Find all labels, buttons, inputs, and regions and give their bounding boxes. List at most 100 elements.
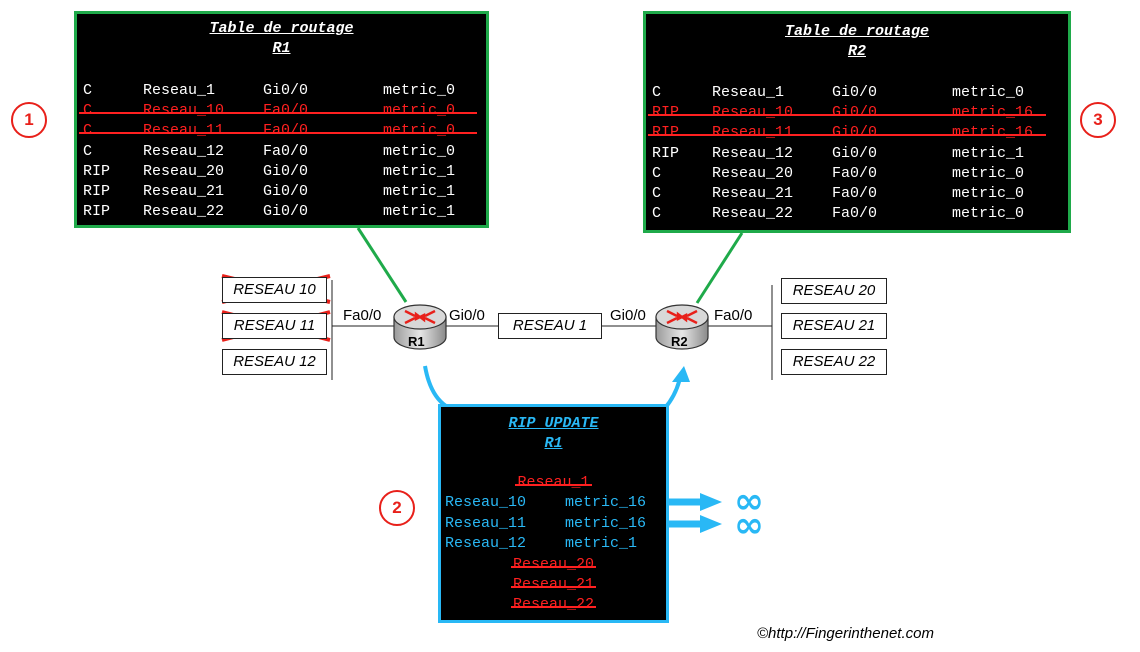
row-metric: metric_1 xyxy=(383,203,456,221)
row-net: Reseau_1 xyxy=(515,474,592,491)
network-box-reseau-12: RESEAU 12 xyxy=(222,349,327,375)
strike-line xyxy=(510,586,596,588)
rip-update-arrowhead xyxy=(672,366,690,382)
row-net: Reseau_12 xyxy=(712,144,794,162)
infinity-symbol-1: ∞ xyxy=(734,481,764,522)
row-type: C xyxy=(652,84,662,101)
rip-update-row: Reseau_21 xyxy=(441,576,666,596)
row-metric: metric_1 xyxy=(383,162,456,180)
network-box-reseau-22: RESEAU 22 xyxy=(781,349,887,375)
row-iface: Gi0/0 xyxy=(832,124,878,142)
rip-update-row: Reseau_20 xyxy=(441,556,666,576)
network-box-reseau-11: RESEAU 11 xyxy=(222,313,327,339)
strike-line xyxy=(515,484,592,486)
row-net: Reseau_21 xyxy=(712,185,794,202)
network-box-reseau-1: RESEAU 1 xyxy=(498,313,602,339)
router-r1-icon xyxy=(393,304,447,350)
row-metric: metric_16 xyxy=(952,124,1034,142)
row-iface: Fa0/0 xyxy=(263,142,309,160)
row-iface: Gi0/0 xyxy=(263,162,309,180)
r2-table-title: Table de routage xyxy=(784,23,930,40)
metric16-arrowhead-2 xyxy=(700,515,722,533)
row-type: C xyxy=(83,102,93,120)
router-r2-label: R2 xyxy=(671,334,688,349)
network-box-reseau-10: RESEAU 10 xyxy=(222,277,327,303)
strike-line xyxy=(79,132,477,135)
r1-table-router: R1 xyxy=(272,40,291,57)
row-net: Reseau_11 xyxy=(143,122,225,140)
row-type: RIP xyxy=(83,183,111,200)
metric16-arrowhead-1 xyxy=(700,493,722,511)
r1-table-title: Table de routage xyxy=(209,20,354,37)
row-net: Reseau_20 xyxy=(143,162,225,180)
strike-line xyxy=(648,114,1046,117)
row-net: Reseau_10 xyxy=(445,494,527,512)
rip-update-title: RIP UPDATE xyxy=(508,415,599,432)
routing-table-row: C Reseau_12 Fa0/0 metric_0 xyxy=(83,143,483,163)
step-badge-2: 2 xyxy=(379,490,415,526)
r1-table-connector xyxy=(356,227,408,303)
row-metric: metric_0 xyxy=(383,142,456,160)
row-iface: Gi0/0 xyxy=(263,203,309,221)
r1-fa-interface-label: Fa0/0 xyxy=(343,307,382,324)
row-iface: Gi0/0 xyxy=(832,144,878,162)
row-metric: metric_0 xyxy=(383,102,456,120)
row-net: Reseau_10 xyxy=(143,102,225,120)
row-net: Reseau_20 xyxy=(510,555,596,573)
step-badge-3: 3 xyxy=(1080,102,1116,138)
row-net: Reseau_22 xyxy=(143,203,225,221)
row-type: C xyxy=(83,122,93,140)
rip-update-row: Reseau_10 metric_16 xyxy=(445,494,667,514)
r1-gi-interface-label: Gi0/0 xyxy=(449,307,485,324)
rip-update-router: R1 xyxy=(544,435,563,452)
row-type: C xyxy=(83,142,93,160)
row-metric: metric_16 xyxy=(565,494,647,512)
row-net: Reseau_1 xyxy=(143,82,216,99)
row-type: C xyxy=(652,205,662,223)
row-metric: metric_1 xyxy=(565,535,638,553)
strike-line xyxy=(79,112,477,115)
row-type: C xyxy=(652,185,662,202)
strike-line xyxy=(648,134,1046,137)
strike-line xyxy=(510,565,596,568)
row-iface: Gi0/0 xyxy=(832,104,878,122)
row-metric: metric_0 xyxy=(952,84,1025,101)
row-net: Reseau_11 xyxy=(712,124,794,142)
row-metric: metric_0 xyxy=(383,82,456,99)
r2-fa-interface-label: Fa0/0 xyxy=(714,307,753,324)
router-r2-icon xyxy=(655,304,709,350)
row-metric: metric_0 xyxy=(952,164,1025,182)
row-net: Reseau_12 xyxy=(445,535,527,553)
row-metric: metric_1 xyxy=(952,144,1025,162)
row-metric: metric_16 xyxy=(952,104,1034,122)
infinity-symbol-2: ∞ xyxy=(734,505,764,546)
row-net: Reseau_10 xyxy=(712,104,794,122)
rip-update-path-in xyxy=(423,365,448,408)
row-net: Reseau_22 xyxy=(712,205,794,223)
r2-table-router: R2 xyxy=(847,43,866,60)
row-net: Reseau_11 xyxy=(445,514,527,532)
row-net: Reseau_12 xyxy=(143,142,225,160)
row-net: Reseau_20 xyxy=(712,164,794,182)
row-iface: Fa0/0 xyxy=(263,122,309,140)
routing-table-row: C Reseau_20 Fa0/0 metric_0 xyxy=(652,165,1052,185)
step-badge-1: 1 xyxy=(11,102,47,138)
row-type: RIP xyxy=(83,162,111,180)
row-iface: Fa0/0 xyxy=(832,205,878,223)
row-type: C xyxy=(652,164,662,182)
router-r1-label: R1 xyxy=(408,334,425,349)
row-iface: Fa0/0 xyxy=(832,185,878,202)
row-iface: Fa0/0 xyxy=(832,164,878,182)
